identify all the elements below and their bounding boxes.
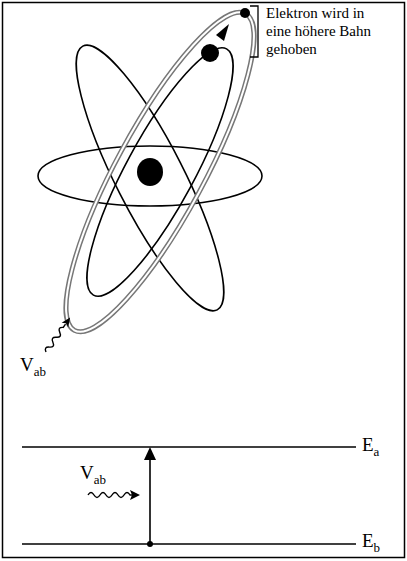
transition-arrow bbox=[149, 456, 151, 544]
start-dot bbox=[147, 541, 153, 547]
energy-label-group: Ea bbox=[362, 434, 379, 458]
higher-orbit bbox=[36, 0, 285, 351]
photon-wave bbox=[43, 315, 74, 354]
callout-note-group: Elektron wird in eine höhere Bahn gehobe… bbox=[266, 4, 390, 58]
wave-line bbox=[88, 493, 132, 498]
transition-arrowhead bbox=[144, 447, 156, 460]
photon-label: V bbox=[20, 354, 34, 375]
frame bbox=[3, 3, 405, 558]
photon-label-group: Vab bbox=[20, 354, 46, 378]
energy-label-subscript: a bbox=[374, 444, 380, 459]
wave-arrowhead bbox=[62, 315, 74, 327]
wave-line bbox=[44, 323, 68, 354]
orbit bbox=[38, 146, 262, 206]
higher-orbit-inner bbox=[36, 0, 285, 351]
electron bbox=[201, 44, 219, 62]
electron-excited bbox=[240, 8, 250, 18]
energy-level bbox=[22, 446, 356, 448]
photon-label-group: Vab bbox=[80, 462, 106, 486]
energy-label: E bbox=[362, 530, 374, 551]
nucleus bbox=[137, 158, 163, 186]
photon-label-subscript: ab bbox=[34, 364, 46, 379]
photon-wave bbox=[88, 490, 140, 500]
bracket bbox=[250, 6, 258, 57]
orbit bbox=[64, 33, 257, 312]
energy-level bbox=[22, 543, 356, 545]
energy-label-group: Eb bbox=[362, 530, 380, 554]
photon-label: V bbox=[80, 462, 94, 483]
photon-label-subscript: ab bbox=[94, 472, 106, 487]
orbit bbox=[53, 31, 248, 326]
wave-arrowhead bbox=[130, 490, 140, 500]
energy-label: E bbox=[362, 434, 374, 455]
callout-note: Elektron wird in eine höhere Bahn gehobe… bbox=[266, 5, 371, 57]
jump-arrowhead bbox=[216, 24, 229, 41]
energy-label-subscript: b bbox=[374, 540, 381, 555]
